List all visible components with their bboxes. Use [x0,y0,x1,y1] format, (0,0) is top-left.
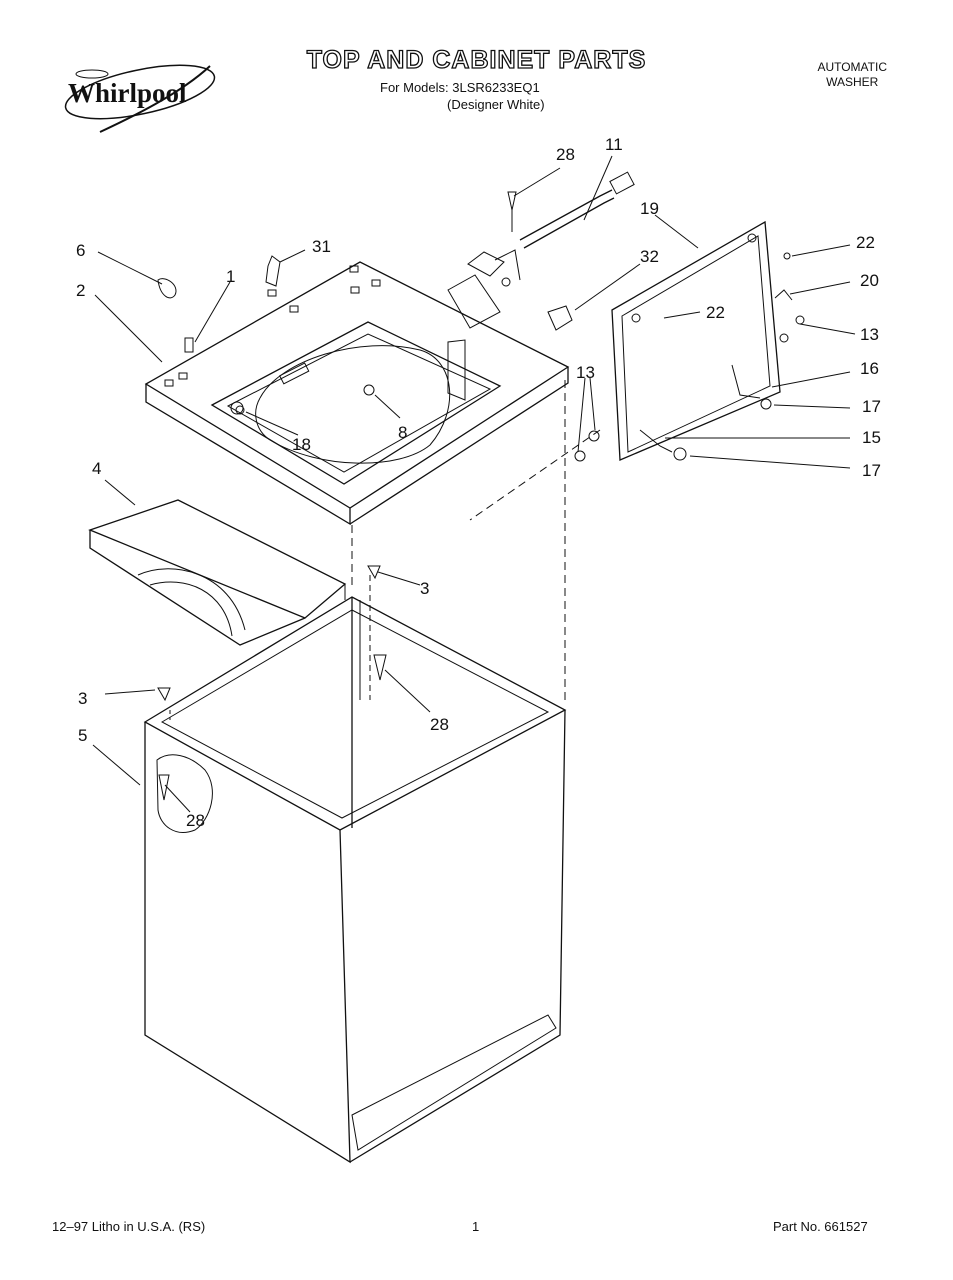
print-info: 12–97 Litho in U.S.A. (RS) [52,1219,206,1234]
callout-13-right: 13 [860,325,879,344]
washer-lid [547,220,805,462]
callout-19: 19 [640,199,659,218]
callout-22-upper: 22 [856,233,875,252]
callout-11: 11 [605,135,623,154]
console-panel [88,499,347,646]
cabinet-top [144,261,570,526]
leader-lines [169,380,601,720]
callout-16: 16 [860,359,879,378]
callout-3-left: 3 [78,689,87,708]
callout-2: 2 [76,281,85,300]
cabinet-body [143,596,567,1164]
part-number: Part No. 661527 [773,1219,868,1234]
callout-28-top: 28 [556,145,575,164]
callout-1: 1 [226,267,235,286]
callout-15: 15 [862,428,881,447]
callout-17-lower: 17 [862,461,881,480]
callout-3-right: 3 [420,579,429,598]
color-line: (Designer White) [447,97,545,112]
callout-arrows [92,155,856,813]
callout-20: 20 [860,271,879,290]
small-hardware [157,255,387,801]
brand-wordmark: Whirlpool [68,78,187,108]
callout-6: 6 [76,241,85,260]
callout-13-left: 13 [576,363,595,382]
lid-switch-assembly [447,171,635,329]
callout-31: 31 [312,237,331,256]
callout-28-bottom: 28 [186,811,205,830]
callout-5: 5 [78,726,87,745]
product-type-line-2: WASHER [826,75,879,89]
page-number: 1 [472,1219,480,1234]
page-title: TOP AND CABINET PARTS [306,45,647,74]
callout-8: 8 [398,423,407,442]
callout-4: 4 [92,459,101,478]
models-line: For Models: 3LSR6233EQ1 [380,80,540,95]
callout-32: 32 [640,247,659,266]
callout-28-middle: 28 [430,715,449,734]
callout-18: 18 [292,435,311,454]
product-type-line-1: AUTOMATIC [817,60,887,74]
callout-22-lower: 22 [706,303,725,322]
whirlpool-logo: Whirlpool [64,64,216,133]
product-type: AUTOMATIC WASHER [817,60,887,90]
callout-numbers: 28 11 19 22 6 31 1 2 32 22 20 13 13 16 1… [76,135,881,830]
callout-17-upper: 17 [862,397,881,416]
